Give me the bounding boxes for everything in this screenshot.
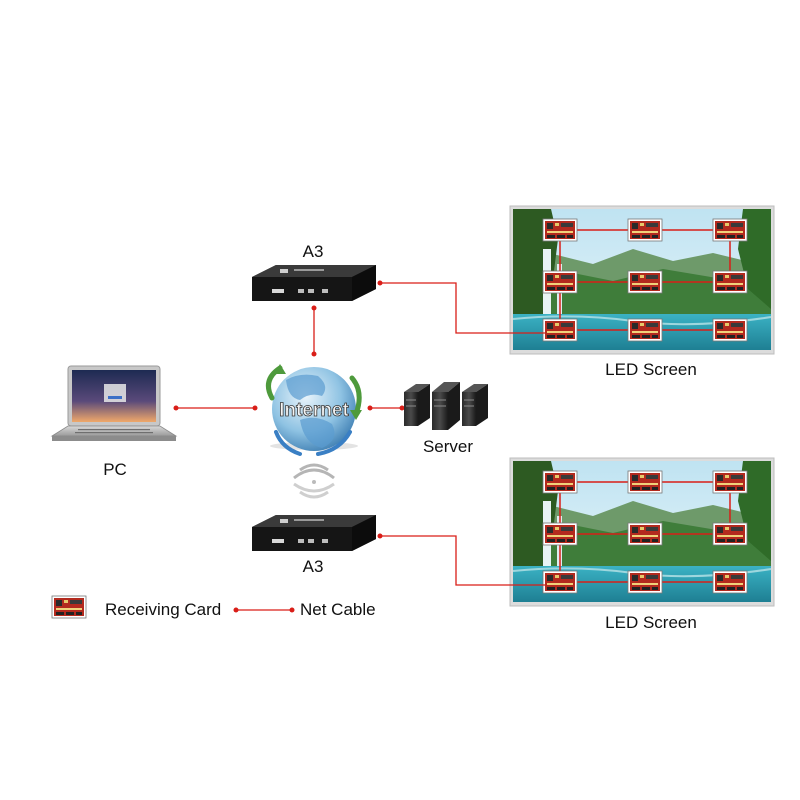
laptop-icon: [50, 365, 178, 441]
receiving-card-icon: [542, 270, 578, 294]
receiving-card-icon: [542, 570, 578, 594]
receiving-card-icon: [712, 570, 748, 594]
led-screen-top: [509, 205, 775, 355]
a3-bottom-label: A3: [302, 557, 324, 576]
led-screen-bottom: [509, 457, 775, 607]
receiving-card-icon: [627, 522, 663, 546]
receiving-card-icon: [627, 218, 663, 242]
receiving-card-icon: [712, 470, 748, 494]
legend-net-cable-label: Net Cable: [300, 600, 376, 619]
globe-icon: [265, 364, 362, 456]
led-screen-top-label: LED Screen: [605, 360, 697, 379]
receiving-card-icon: [627, 318, 663, 342]
server-icon: [404, 382, 488, 430]
wifi-icon: [293, 463, 335, 499]
a3-top-label: A3: [302, 242, 324, 261]
server-label: Server: [422, 437, 474, 456]
cable-endpoints: [173, 280, 405, 539]
receiving-card-icon: [712, 270, 748, 294]
led-screen-bottom-label: LED Screen: [605, 613, 697, 632]
receiving-card-icon: [542, 218, 578, 242]
receiving-card-icon: [51, 595, 87, 619]
internet-label: Internet: [279, 400, 349, 421]
net-cables: [176, 282, 545, 586]
net-cable-legend-icon: [233, 607, 295, 613]
receiving-card-icon: [542, 522, 578, 546]
controller-box-icon: [252, 515, 376, 551]
receiving-card-icon: [542, 470, 578, 494]
receiving-card-icon: [627, 570, 663, 594]
receiving-card-icon: [712, 318, 748, 342]
pc-label: PC: [103, 460, 127, 479]
receiving-card-icon: [712, 218, 748, 242]
receiving-card-icon: [542, 318, 578, 342]
controller-box-icon: [252, 265, 376, 301]
receiving-card-icon: [712, 522, 748, 546]
receiving-card-icon: [627, 470, 663, 494]
legend-receiving-card-label: Receiving Card: [105, 600, 222, 619]
receiving-card-icon: [627, 270, 663, 294]
